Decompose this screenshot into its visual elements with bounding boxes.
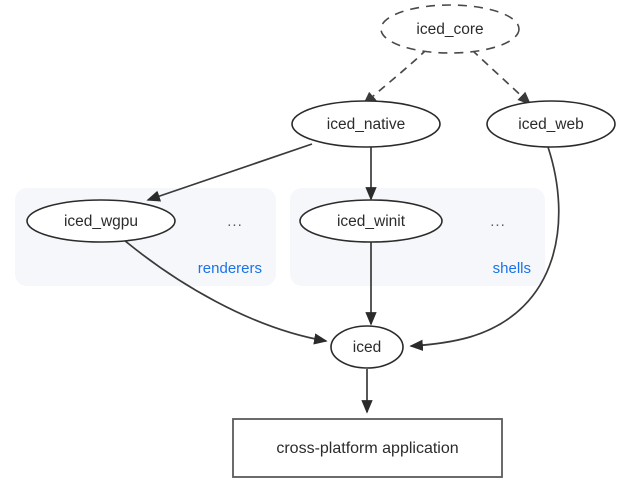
edge-iced-native-to-iced-wgpu-path bbox=[146, 143, 313, 202]
node-iced-web-label: iced_web bbox=[518, 116, 584, 133]
node-iced-wgpu-shape[interactable] bbox=[26, 199, 176, 243]
node-iced-label: iced bbox=[353, 339, 381, 356]
node-iced-native[interactable]: iced_native bbox=[291, 100, 441, 148]
node-iced-core-shape[interactable] bbox=[380, 4, 520, 54]
node-iced-native-shape[interactable] bbox=[291, 100, 441, 148]
node-iced-web[interactable]: iced_web bbox=[486, 100, 616, 148]
node-iced-wgpu[interactable]: iced_wgpu bbox=[26, 199, 176, 243]
node-iced-core[interactable]: iced_core bbox=[380, 4, 520, 54]
group-renderers-label: renderers bbox=[198, 260, 262, 277]
edge-iced-web-to-iced-path bbox=[409, 146, 560, 351]
edge-iced-core-to-iced-native-path bbox=[362, 48, 428, 106]
edge-iced-core-to-iced-web bbox=[471, 49, 532, 106]
node-application-label: cross-platform application bbox=[276, 440, 458, 457]
node-iced-web-shape[interactable] bbox=[486, 100, 616, 148]
node-application[interactable]: cross-platform application bbox=[232, 418, 503, 478]
edge-iced-wgpu-to-iced bbox=[123, 239, 328, 345]
node-iced-winit[interactable]: iced_winit bbox=[299, 199, 443, 243]
node-iced-winit-shape[interactable] bbox=[299, 199, 443, 243]
node-iced-winit-label: iced_winit bbox=[337, 213, 406, 230]
edge-iced-wgpu-to-iced-path bbox=[123, 239, 328, 345]
node-iced[interactable]: iced bbox=[330, 325, 404, 369]
node-iced-core-label: iced_core bbox=[416, 21, 483, 38]
edge-iced-core-to-iced-web-path bbox=[471, 49, 532, 106]
group-shells-label: shells bbox=[493, 260, 531, 277]
node-iced-wgpu-label: iced_wgpu bbox=[64, 213, 138, 230]
edge-iced-web-to-iced bbox=[409, 146, 560, 351]
node-iced-shape[interactable] bbox=[330, 325, 404, 369]
edge-iced-core-to-iced-native bbox=[362, 48, 428, 106]
node-iced-native-label: iced_native bbox=[327, 116, 405, 133]
node-application-shape[interactable] bbox=[232, 418, 503, 478]
edge-iced-native-to-iced-wgpu bbox=[146, 143, 313, 202]
group-renderers-ellipsis: ... bbox=[227, 213, 243, 230]
group-shells-ellipsis: ... bbox=[490, 213, 506, 230]
